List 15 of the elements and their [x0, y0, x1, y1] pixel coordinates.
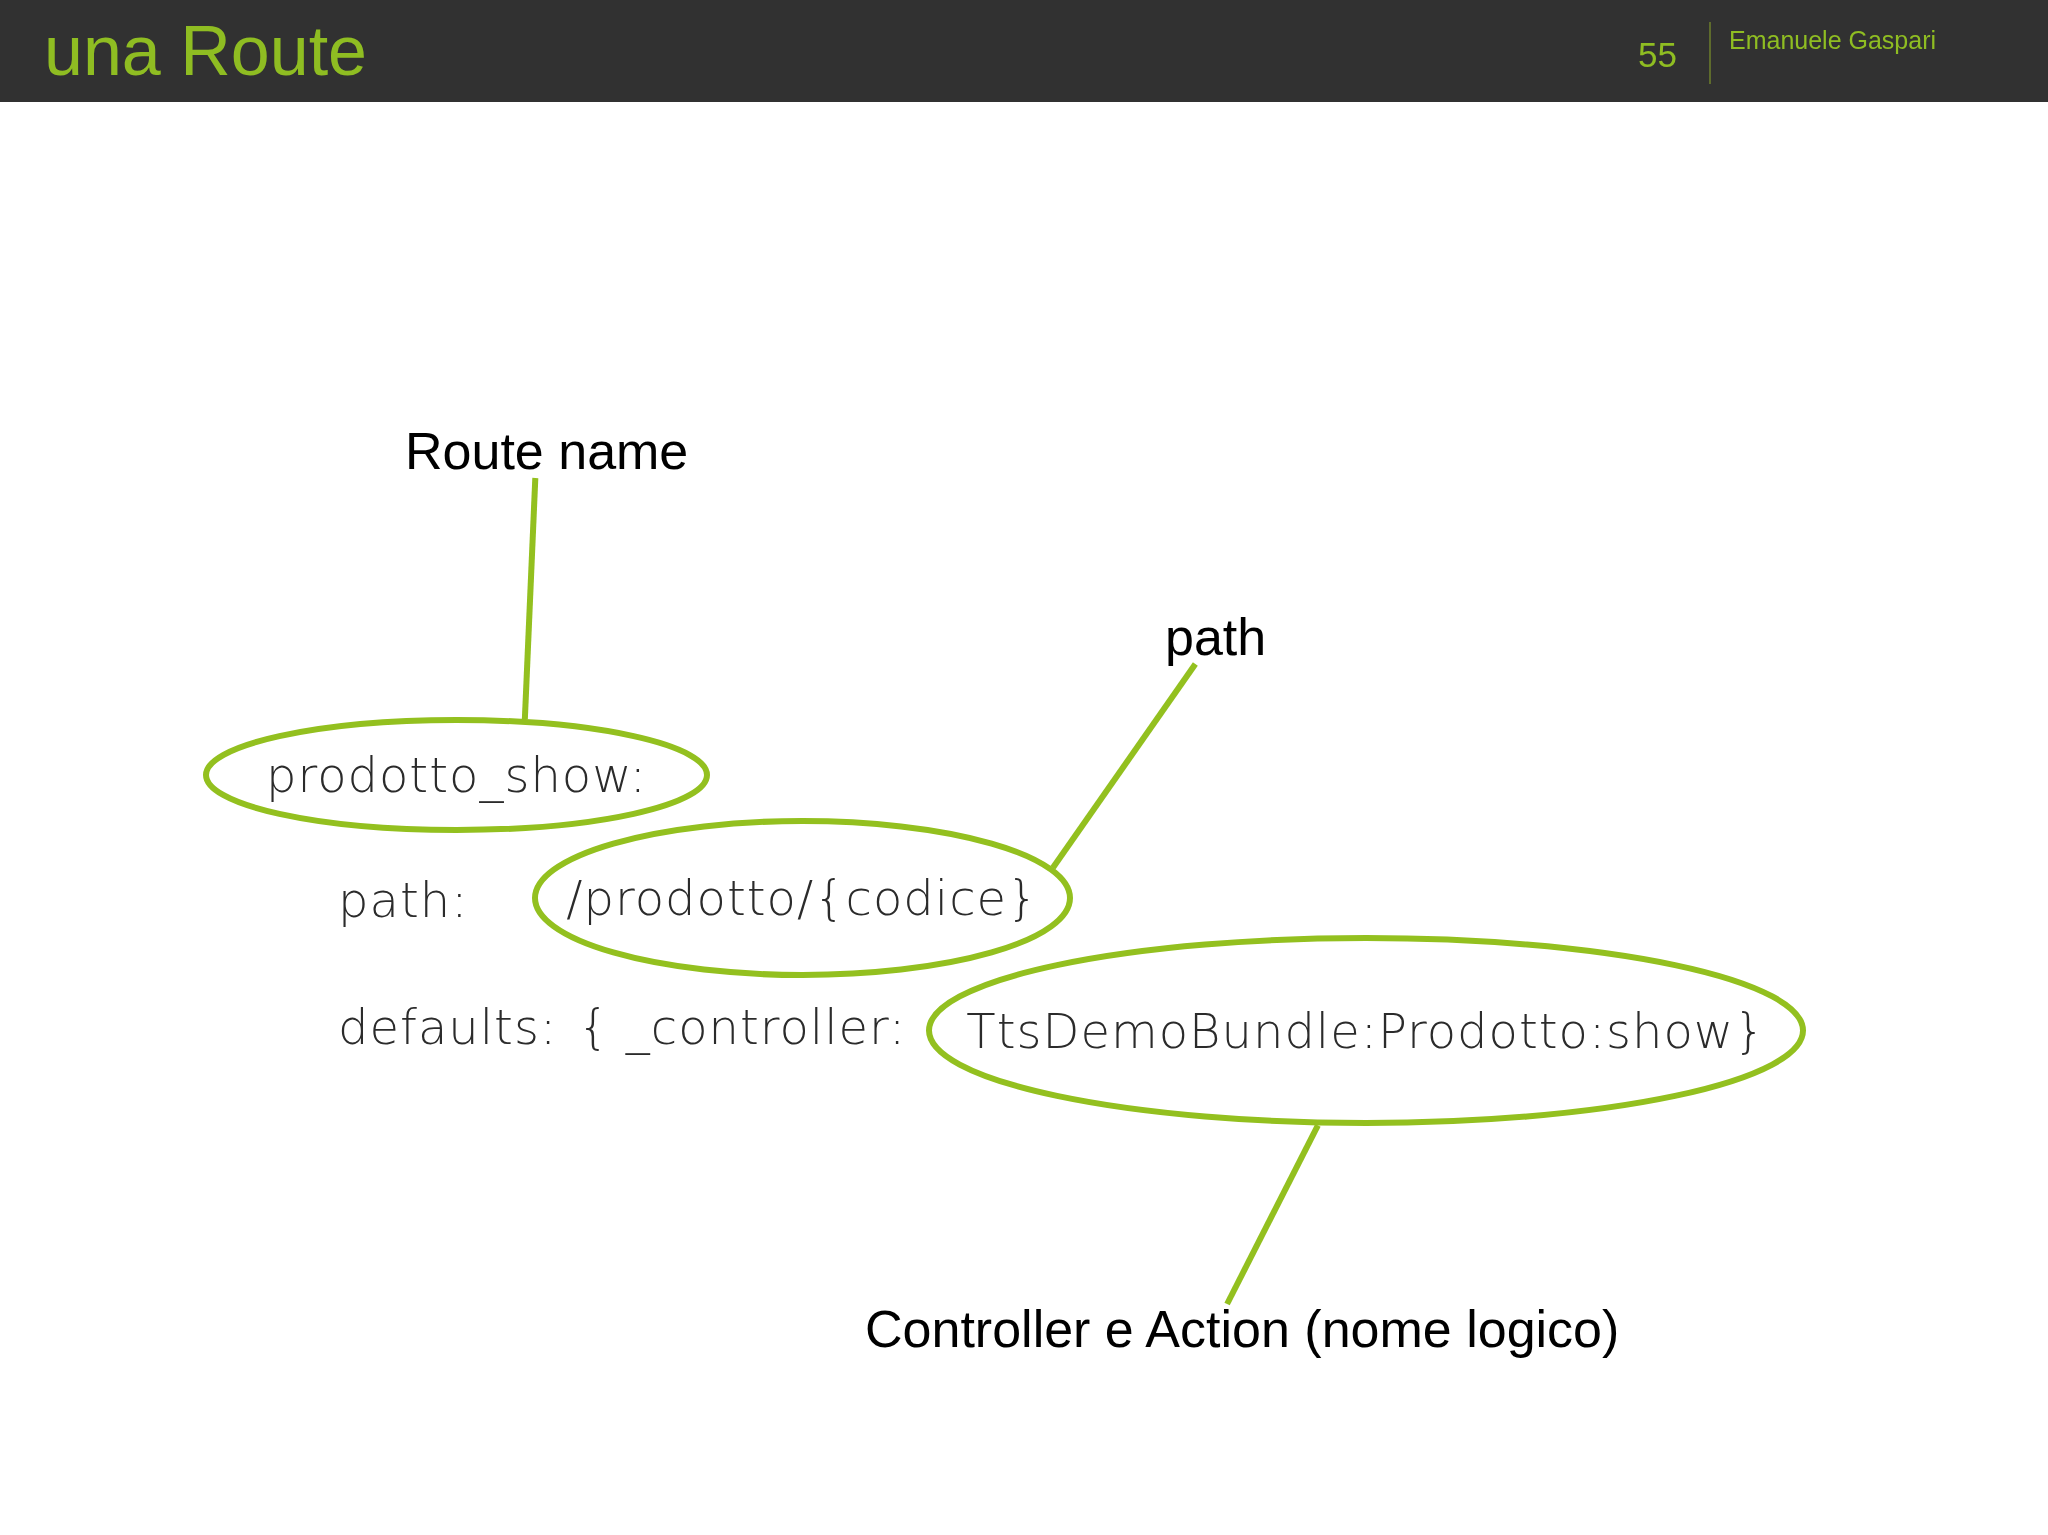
- leader-line: [1050, 662, 1198, 870]
- slide-title: una Route: [44, 12, 368, 90]
- page-number: 55: [1638, 35, 1677, 75]
- code-text: defaults:: [338, 998, 558, 1057]
- callout-label: Controller e Action (nome logico): [865, 1299, 1620, 1360]
- callout-label: Route name: [405, 421, 689, 482]
- code-text: prodotto_show:: [266, 746, 647, 805]
- code-text: { _controller:: [578, 998, 907, 1057]
- author-name: Emanuele Gaspari: [1729, 25, 1937, 55]
- leader-line: [521, 477, 539, 720]
- callout-label: path: [1165, 607, 1267, 668]
- leader-line: [1224, 1124, 1321, 1306]
- code-text: TtsDemoBundle:Prodotto:show}: [966, 1001, 1766, 1061]
- code-text: /prodotto/{codice}: [566, 869, 1039, 928]
- code-text: path:: [338, 871, 469, 930]
